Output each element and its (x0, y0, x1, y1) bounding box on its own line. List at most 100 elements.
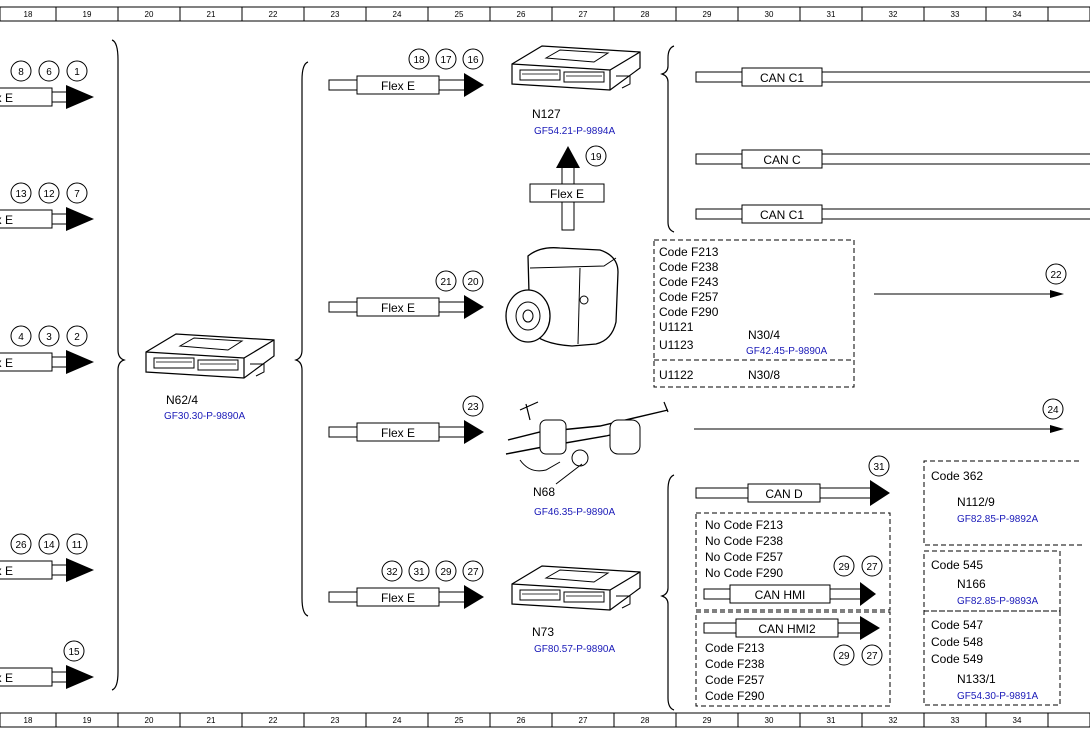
left-arrow: Flex E 13 12 7 (0, 182, 94, 231)
circle-12: 12 (43, 189, 55, 200)
circle-7: 7 (74, 189, 80, 200)
circle-4: 4 (18, 332, 24, 343)
nocode-box (695, 512, 891, 611)
circle-13: 13 (15, 189, 27, 200)
steering-rack-image (505, 401, 669, 485)
circle-20: 20 (467, 277, 479, 288)
code-item: Code F238 (659, 260, 719, 274)
circle-29: 29 (838, 651, 850, 662)
column-number: 33 (951, 10, 960, 19)
n127-module-image (511, 45, 641, 91)
column-number: 18 (24, 10, 33, 19)
n127-ref[interactable]: GF54.21-P-9894A (534, 126, 615, 137)
n68-ref[interactable]: GF46.35-P-9890A (534, 507, 615, 518)
n62-ref[interactable]: GF30.30-P-9890A (164, 411, 245, 422)
column-number: 28 (641, 716, 650, 725)
column-number: 33 (951, 716, 960, 725)
can-label: CAN C (763, 153, 801, 167)
circle-27: 27 (467, 567, 479, 578)
column-number: 19 (83, 716, 92, 725)
circle-27: 27 (866, 651, 878, 662)
mid-arrow-label: Flex E (381, 426, 415, 440)
column-number: 20 (145, 10, 154, 19)
column-number: 25 (455, 10, 464, 19)
column-number: 21 (207, 10, 216, 19)
n30-code2: U1122 (659, 368, 694, 382)
mid-arrow: Flex E 21 20 (328, 270, 484, 319)
mid-arrow-label: Flex E (381, 591, 415, 605)
mid-arrow-label: Flex E (381, 301, 415, 315)
code-item: Code F238 (705, 657, 765, 671)
circle-21: 21 (440, 277, 452, 288)
hmi2-box (695, 611, 891, 707)
can-hmi-arrow: CAN HMI (703, 582, 876, 606)
can-d-label: CAN D (765, 487, 803, 501)
column-number: 28 (641, 10, 650, 19)
n166-name: N166 (957, 577, 986, 591)
up-flex-arrow: Flex E 19 (529, 145, 607, 231)
code-item: No Code F238 (705, 534, 783, 548)
column-number: 30 (765, 10, 774, 19)
left-arrow-label: Flex E (0, 356, 13, 370)
circle-22: 22 (1050, 270, 1062, 281)
left-arrow-label: Flex E (0, 91, 13, 105)
n112-code: Code 362 (931, 469, 983, 483)
circle-31-can-d: 31 (873, 462, 885, 473)
n73-name: N73 (532, 625, 554, 639)
code-item: Code F243 (659, 275, 719, 289)
n133-name: N133/1 (957, 672, 996, 686)
n30-name2: N30/8 (748, 368, 780, 382)
code-item: Code 549 (931, 652, 983, 666)
brace-bottom-right (660, 474, 675, 711)
up-arrow-label: Flex E (550, 187, 584, 201)
column-number: 21 (207, 716, 216, 725)
n73-ref[interactable]: GF80.57-P-9890A (534, 644, 615, 655)
column-number: 19 (83, 10, 92, 19)
n127-name: N127 (532, 107, 561, 121)
column-number: 29 (703, 716, 712, 725)
left-arrow-label: Flex E (0, 213, 13, 227)
circle-3: 3 (46, 332, 52, 343)
code-item: Code F257 (659, 290, 719, 304)
arrow-22: 22 (874, 263, 1067, 298)
code-item: Code F257 (705, 673, 765, 687)
can-hmi2-label: CAN HMI2 (758, 622, 816, 636)
code-item: Code F213 (659, 245, 719, 259)
abs-unit-image (505, 247, 619, 347)
column-number: 24 (393, 716, 402, 725)
circle-11: 11 (72, 540, 83, 551)
column-number: 32 (889, 716, 898, 725)
n30-ref[interactable]: GF42.45-P-9890A (746, 346, 827, 357)
n133-ref[interactable]: GF54.30-P-9891A (957, 691, 1038, 702)
brace-can (660, 45, 675, 233)
n62-name: N62/4 (166, 393, 198, 407)
code-item: Code F213 (705, 641, 765, 655)
column-number: 34 (1013, 716, 1022, 725)
n112-ref[interactable]: GF82.85-P-9892A (957, 514, 1038, 525)
n30-code-box (653, 239, 855, 388)
column-number: 23 (331, 10, 340, 19)
column-number: 24 (393, 10, 402, 19)
code-item: Code 547 (931, 618, 983, 632)
column-number: 29 (703, 10, 712, 19)
circle-15: 15 (68, 647, 80, 658)
n166-ref[interactable]: GF82.85-P-9893A (957, 596, 1038, 607)
circle-16: 16 (467, 55, 479, 66)
circle-29: 29 (838, 562, 850, 573)
mid-arrow-label: Flex E (381, 79, 415, 93)
circle-29: 29 (440, 567, 452, 578)
column-number: 31 (827, 716, 836, 725)
left-arrow: Flex E 15 (0, 640, 94, 689)
n112-box (923, 460, 1082, 546)
left-arrow-label: Flex E (0, 671, 13, 685)
can-d-arrow: CAN D 31 (695, 455, 890, 506)
n166-code: Code 545 (931, 558, 983, 572)
brace-left (111, 39, 126, 691)
n68-name: N68 (533, 485, 555, 499)
